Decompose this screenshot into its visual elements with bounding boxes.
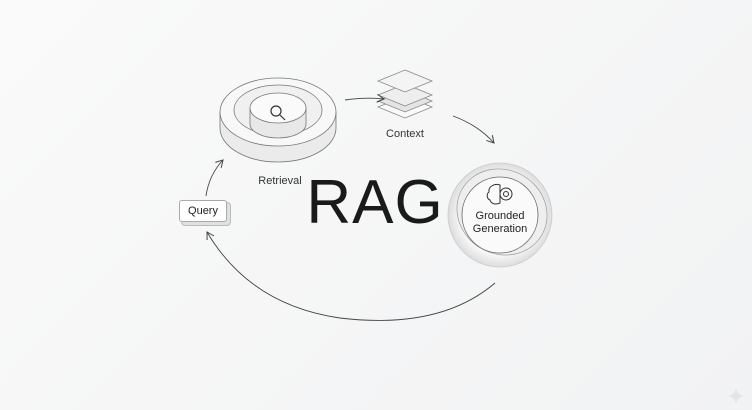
- query-node: Query: [179, 200, 227, 222]
- sparkle-icon: [728, 388, 744, 404]
- flow-arrows: [205, 93, 496, 321]
- generation-label-line2: Generation: [472, 223, 528, 235]
- generation-label: Grounded Generation: [473, 210, 527, 236]
- brain-gear-icon: [486, 184, 513, 205]
- generation-label-line1: Grounded: [475, 210, 525, 222]
- context-label: Context: [386, 128, 424, 140]
- diagram-title: RAG: [306, 168, 444, 237]
- search-icon: [270, 105, 286, 121]
- generation-ring-icon: [447, 162, 553, 268]
- layers-icon: [376, 69, 434, 119]
- retrieval-disk-icon: [219, 77, 337, 163]
- retrieval-label: Retrieval: [258, 175, 302, 187]
